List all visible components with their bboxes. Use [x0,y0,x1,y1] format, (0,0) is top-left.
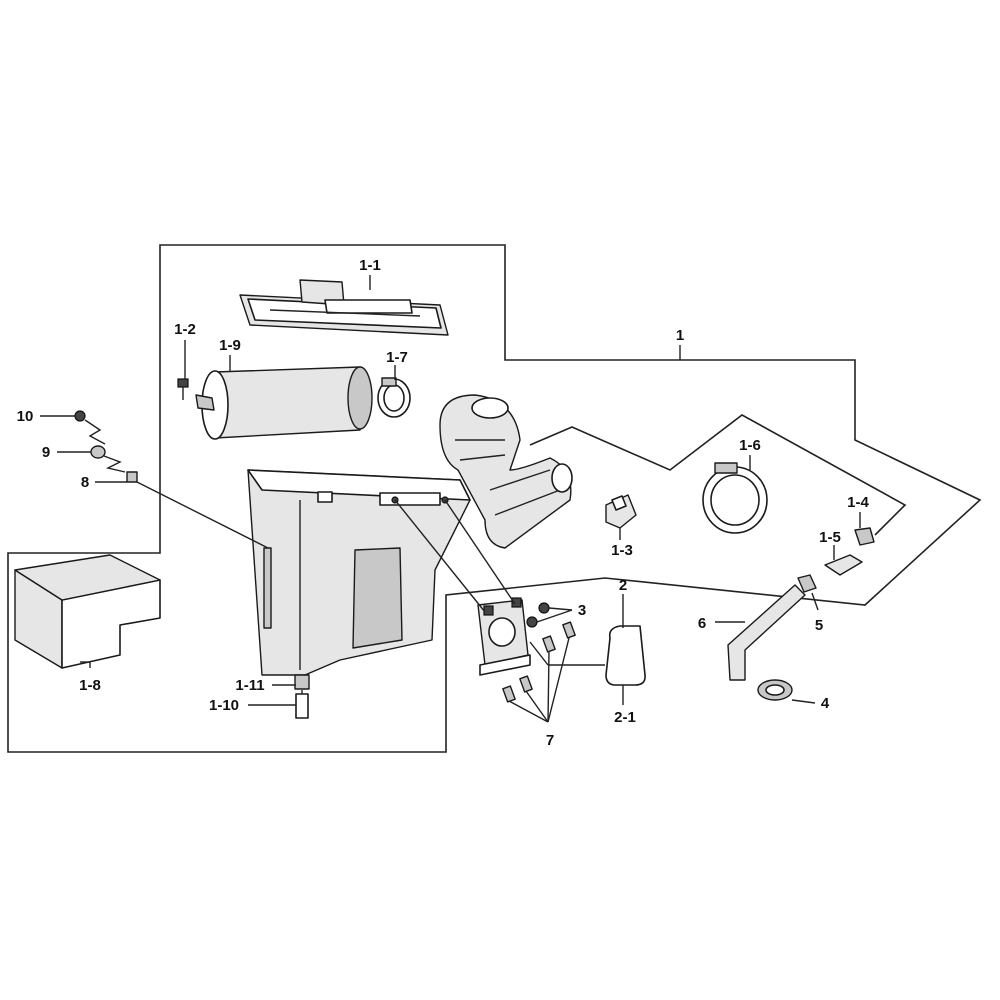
callout-5: 5 [815,617,823,634]
callout-1-3: 1-3 [611,542,633,559]
bracket-2-part [477,597,531,676]
leader-lines [40,275,861,723]
callout-7: 7 [546,732,554,749]
callout-1-11: 1-11 [235,677,264,694]
callout-1-2: 1-2 [174,321,196,338]
clamp-group-border [529,414,907,536]
callout-1-7: 1-7 [386,349,408,366]
callout-8: 8 [81,474,89,491]
drain-part [294,674,310,719]
callout-1: 1 [676,327,684,344]
side-cover-part [14,554,161,669]
clip-1-3-part [605,494,637,529]
callout-1-6: 1-6 [739,437,761,454]
callout-4: 4 [821,695,830,712]
cleaner-cover-part [239,279,449,336]
bolt-3-7-parts [502,602,576,703]
clamp-5-part [797,574,817,593]
callout-1-10: 1-10 [209,697,239,714]
assembly-group-border [7,244,982,753]
callout-1-8: 1-8 [79,677,101,694]
clamp-4-part [757,679,793,701]
callout-10: 10 [17,408,34,425]
callout-2-1: 2-1 [614,709,636,726]
breather-hose-part [727,584,806,681]
callout-3: 3 [578,602,586,619]
filter-element-part [201,366,373,440]
callout-2: 2 [619,577,627,594]
screw-1-2-part [177,378,215,411]
pad-2-1-part [605,625,646,686]
intake-duct-part [439,394,573,549]
clamp-1-6-part [702,462,768,534]
callout-6: 6 [698,615,706,632]
callout-1-9: 1-9 [219,337,241,354]
clamp-1-7-part [377,377,411,418]
callout-9: 9 [42,444,50,461]
small-parts-1-4-1-5 [824,527,875,576]
cleaner-case-part [247,469,471,676]
fastener-8-9-10-part [74,410,138,483]
callout-1-4: 1-4 [847,494,869,511]
callout-1-5: 1-5 [819,529,841,546]
callout-1-1: 1-1 [359,257,381,274]
